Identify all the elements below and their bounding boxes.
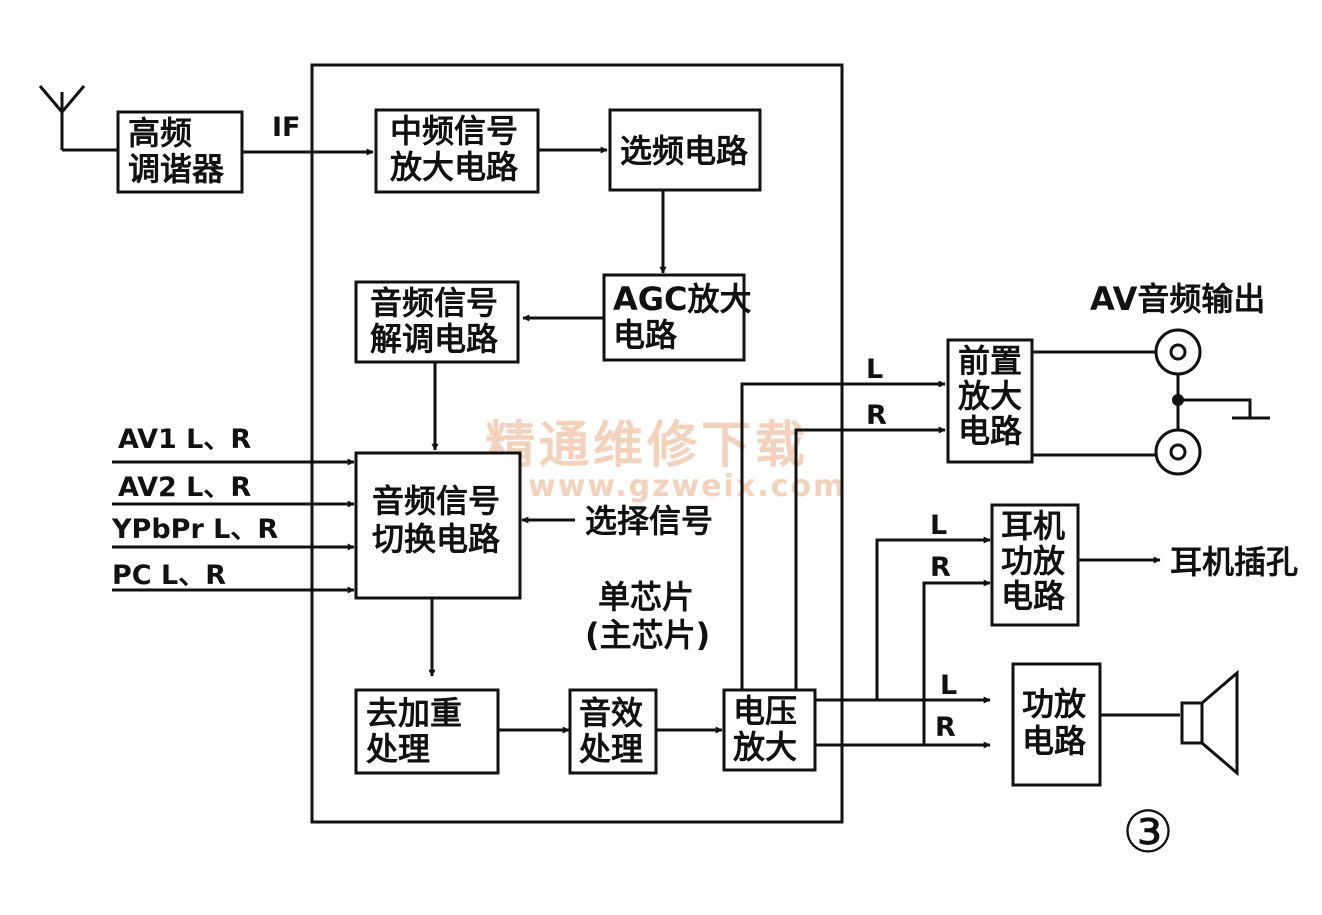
chip-label-line1: 单芯片 [598, 578, 694, 616]
audio-demod-block: 音频信号 解调电路 [354, 280, 520, 364]
voltage-amp-line2: 放大 [733, 728, 797, 766]
headphone-r-label: R [930, 552, 951, 583]
av-output-label: AV音频输出 [1090, 280, 1265, 318]
watermark-title: 精通维修下载 [485, 415, 809, 474]
if-amp-block: 中频信号 放大电路 [374, 108, 540, 194]
headphone-amp-line1: 耳机 [1001, 507, 1065, 545]
power-amp-line1: 功放 [1022, 685, 1087, 723]
av1-input-label: AV1 L、R [118, 424, 251, 455]
sound-effect-block: 音效 处理 [568, 688, 658, 775]
preamp-line3: 电路 [958, 412, 1023, 450]
watermark-url: www.gzweix.com [528, 469, 846, 504]
watermark: 精通维修下载 www.gzweix.com [485, 415, 846, 504]
rf-tuner-line2: 调谐器 [128, 150, 225, 188]
if-amp-line2: 放大电路 [390, 148, 519, 186]
power-r-label: R [935, 712, 956, 743]
agc-amp-line2: 电路 [613, 316, 678, 354]
antenna-icon [38, 85, 118, 152]
figure-number: ③ [1122, 798, 1174, 866]
freq-select-label: 选频电路 [620, 132, 749, 170]
voltage-amp-block: 电压 放大 [722, 688, 817, 772]
agc-amp-line1: AGC放大 [613, 280, 752, 318]
rf-tuner-line1: 高频 [128, 114, 192, 152]
main-chip-boundary [310, 63, 844, 824]
power-amp-block: 功放 电路 [1011, 662, 1102, 787]
audio-switch-block: 音频信号 切换电路 [354, 451, 522, 600]
if-amp-line1: 中频信号 [390, 112, 518, 150]
chip-label-line2: (主芯片) [585, 616, 710, 654]
speaker-icon [1180, 669, 1239, 777]
connections [112, 146, 1270, 749]
rca-jack-top-icon [1154, 328, 1202, 376]
av2-input-label: AV2 L、R [118, 472, 251, 503]
headphone-amp-block: 耳机 功放 电路 [990, 503, 1080, 627]
preamp-line2: 放大 [958, 377, 1022, 415]
headphone-l-label: L [930, 510, 947, 541]
junction-dot [1172, 394, 1184, 406]
preamp-r-label: R [866, 400, 887, 431]
preamp-l-label: L [866, 354, 883, 385]
select-signal-label: 选择信号 [585, 502, 713, 540]
sound-effect-line1: 音效 [579, 694, 643, 732]
sound-effect-line2: 处理 [578, 730, 643, 768]
ypbpr-input-label: YPbPr L、R [111, 514, 278, 545]
deemphasis-line2: 处理 [365, 730, 430, 768]
agc-amp-block: AGC放大 电路 [602, 273, 752, 362]
power-amp-line2: 电路 [1022, 722, 1087, 760]
rca-jack-bottom-icon [1154, 428, 1202, 476]
voltage-amp-line1: 电压 [733, 692, 797, 730]
power-l-label: L [940, 670, 957, 701]
if-label: IF [272, 112, 301, 143]
pc-input-label: PC L、R [112, 560, 226, 591]
deemphasis-block: 去加重 处理 [354, 688, 500, 775]
freq-select-block: 选频电路 [608, 108, 762, 192]
audio-switch-line1: 音频信号 [372, 482, 500, 520]
preamp-block: 前置 放大 电路 [946, 338, 1034, 464]
headphone-amp-line2: 功放 [1001, 542, 1066, 580]
headphone-jack-label: 耳机插孔 [1170, 543, 1298, 581]
rf-tuner-block: 高频 调谐器 [116, 110, 244, 194]
preamp-line1: 前置 [958, 342, 1022, 380]
audio-demod-line1: 音频信号 [370, 284, 498, 322]
audio-demod-line2: 解调电路 [370, 320, 499, 358]
audio-switch-line2: 切换电路 [372, 520, 501, 558]
deemphasis-line1: 去加重 [366, 694, 462, 732]
headphone-amp-line3: 电路 [1001, 577, 1066, 615]
